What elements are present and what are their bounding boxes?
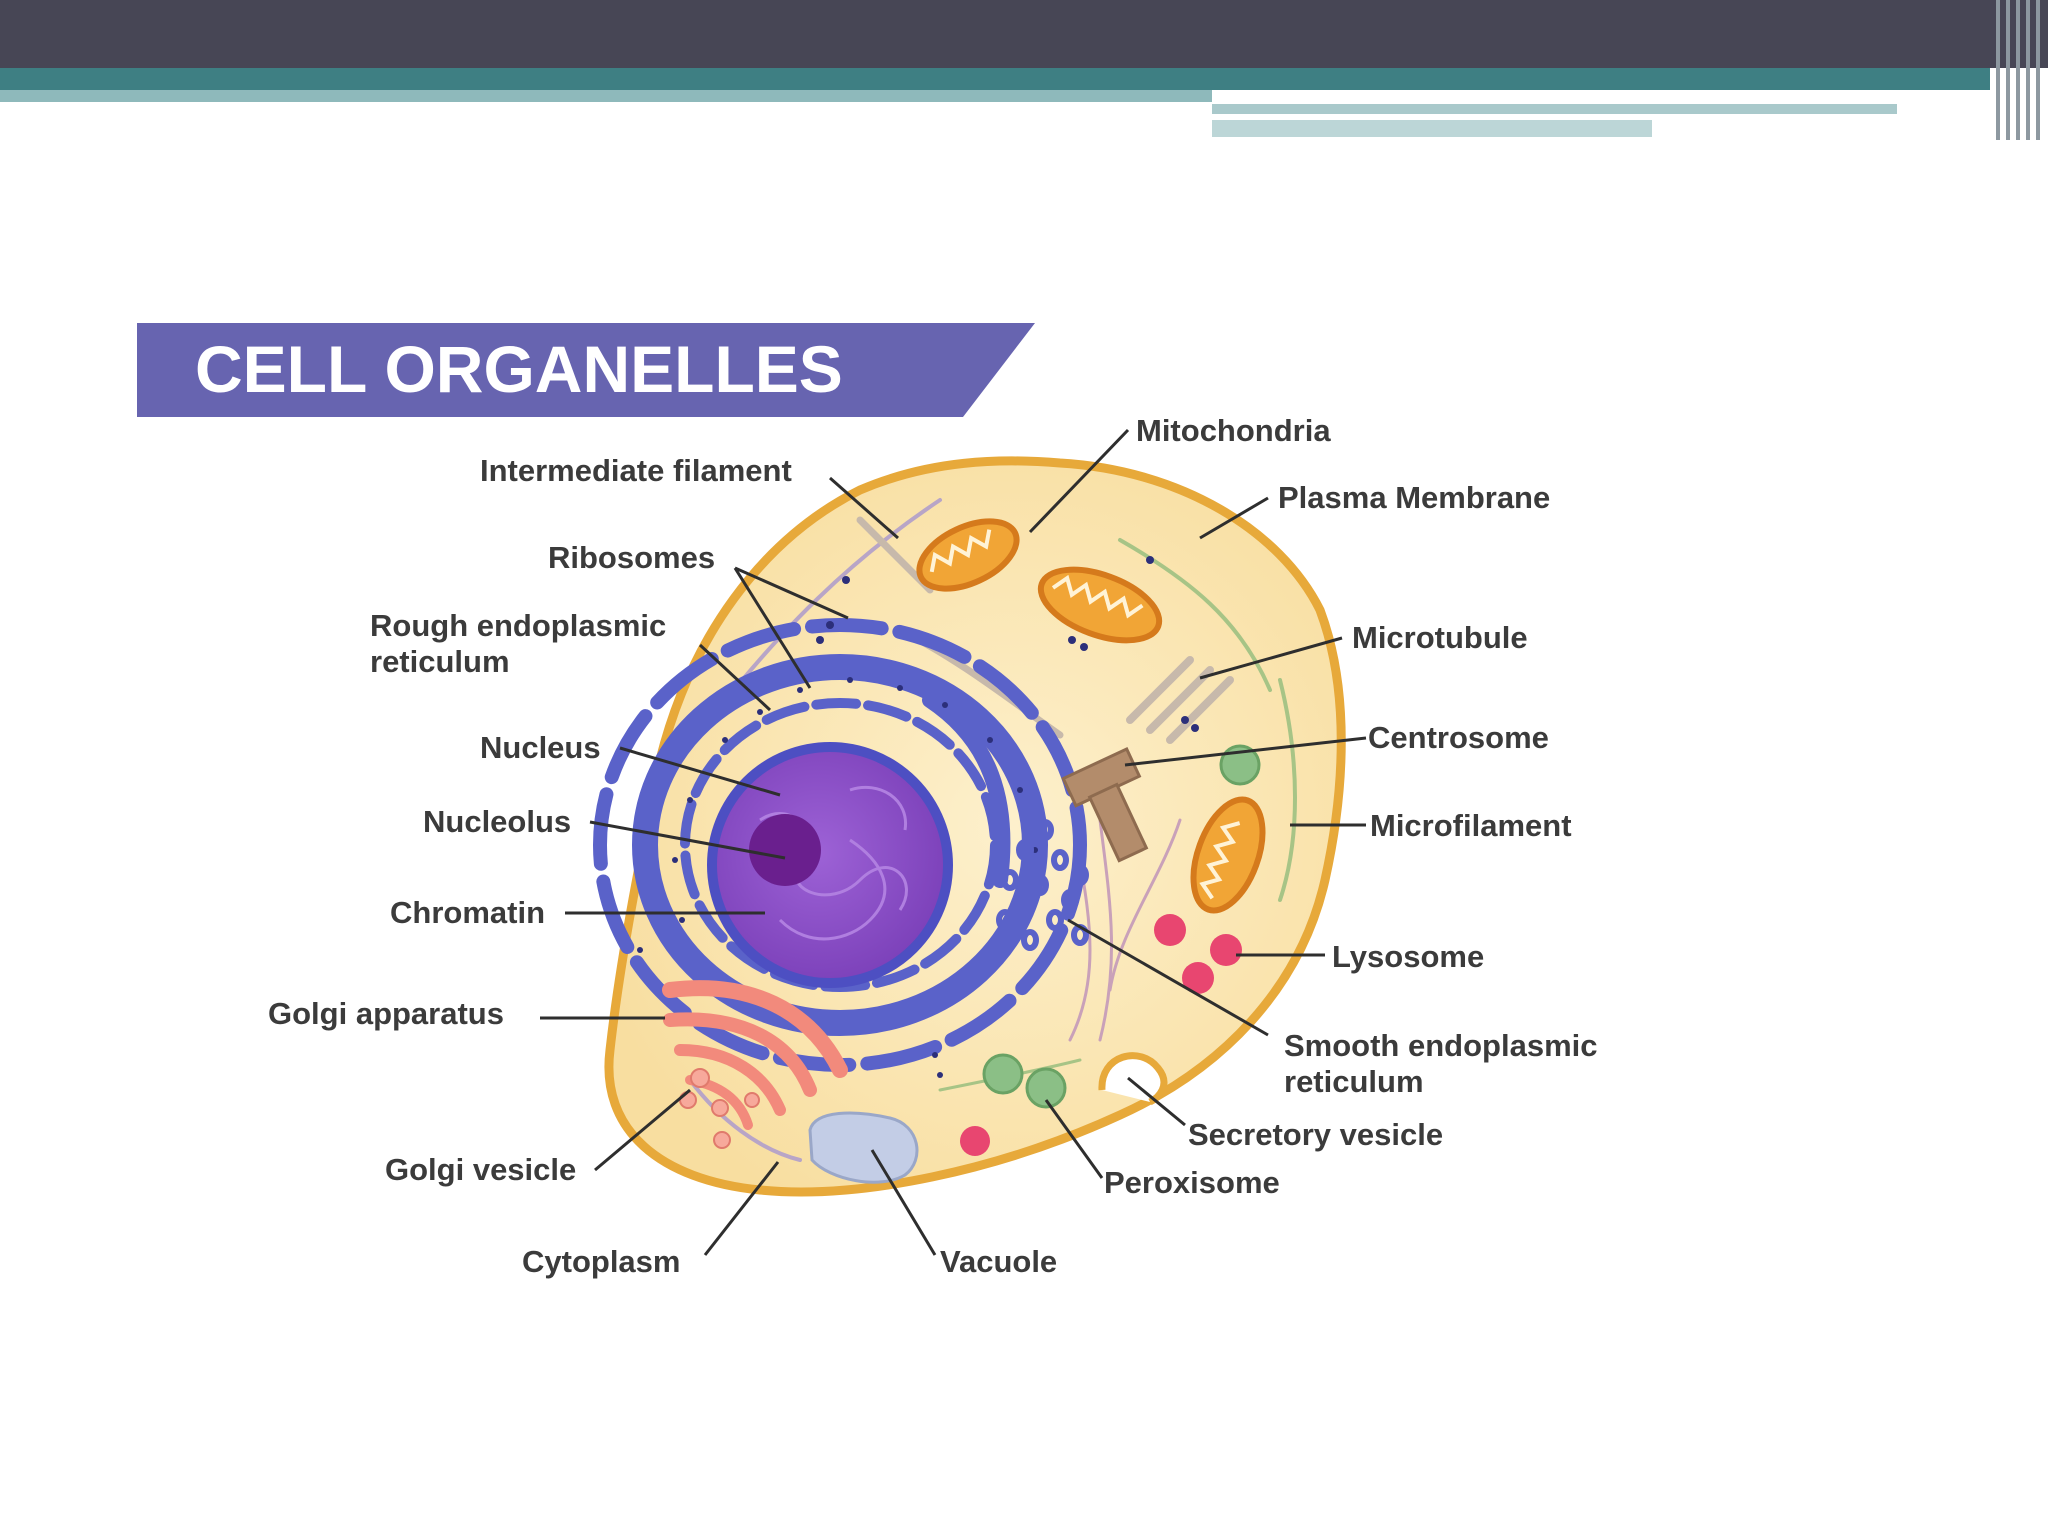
- label-nucleus: Nucleus: [480, 730, 601, 765]
- label-ribosomes: Ribosomes: [548, 540, 715, 575]
- mitochondria-shapes: [916, 518, 1266, 914]
- smooth-er-shape: [996, 819, 1089, 951]
- label-peroxisome: Peroxisome: [1104, 1165, 1280, 1200]
- nucleus-shape: [707, 742, 953, 988]
- header-accent-stripe: [0, 68, 1990, 90]
- label-cytoplasm: Cytoplasm: [522, 1244, 680, 1279]
- label-lysosome: Lysosome: [1332, 939, 1484, 974]
- centrosome-shape: [1061, 746, 1149, 863]
- label-plasma-membrane: Plasma Membrane: [1278, 480, 1550, 515]
- secretory-vesicle-shape: [1098, 1052, 1168, 1106]
- label-microtubule: Microtubule: [1352, 620, 1528, 655]
- label-secretory-vesicle: Secretory vesicle: [1188, 1117, 1443, 1152]
- header-accent-stripe-right: [1212, 104, 1897, 114]
- golgi-vesicle-shapes: [679, 1068, 760, 1149]
- label-golgi-apparatus: Golgi apparatus: [268, 996, 504, 1031]
- lysosome-shapes: [960, 914, 1242, 1156]
- cytoskeleton-filaments: [688, 498, 1297, 1162]
- label-vacuole: Vacuole: [940, 1244, 1057, 1279]
- label-smooth-er-line1: Smooth endoplasmic: [1284, 1028, 1597, 1063]
- label-intermediate-filament: Intermediate filament: [480, 453, 792, 488]
- label-centrosome: Centrosome: [1368, 720, 1549, 755]
- vacuole-shape: [808, 1111, 919, 1184]
- label-rough-er-line2: reticulum: [370, 644, 510, 679]
- header-accent-stripe-light: [0, 90, 1212, 102]
- label-nucleolus: Nucleolus: [423, 804, 571, 839]
- diagram-title: CELL ORGANELLES: [195, 332, 843, 406]
- nucleolus-shape: [749, 814, 821, 886]
- label-rough-er-line1: Rough endoplasmic: [370, 608, 666, 643]
- peroxisome-shapes: [982, 744, 1261, 1109]
- label-smooth-er-line2: reticulum: [1284, 1064, 1424, 1099]
- label-chromatin: Chromatin: [390, 895, 545, 930]
- label-mitochondria: Mitochondria: [1136, 413, 1331, 448]
- ribosome-dots: [637, 556, 1199, 1078]
- leader-lines: [540, 428, 1367, 1256]
- label-golgi-vesicle: Golgi vesicle: [385, 1152, 576, 1187]
- title-banner: [137, 323, 1035, 417]
- label-microfilament: Microfilament: [1370, 808, 1572, 843]
- header-corner-lines: [1990, 0, 2048, 140]
- slide-header-bar: [0, 0, 2048, 68]
- header-accent-stripe-right-2: [1212, 120, 1652, 137]
